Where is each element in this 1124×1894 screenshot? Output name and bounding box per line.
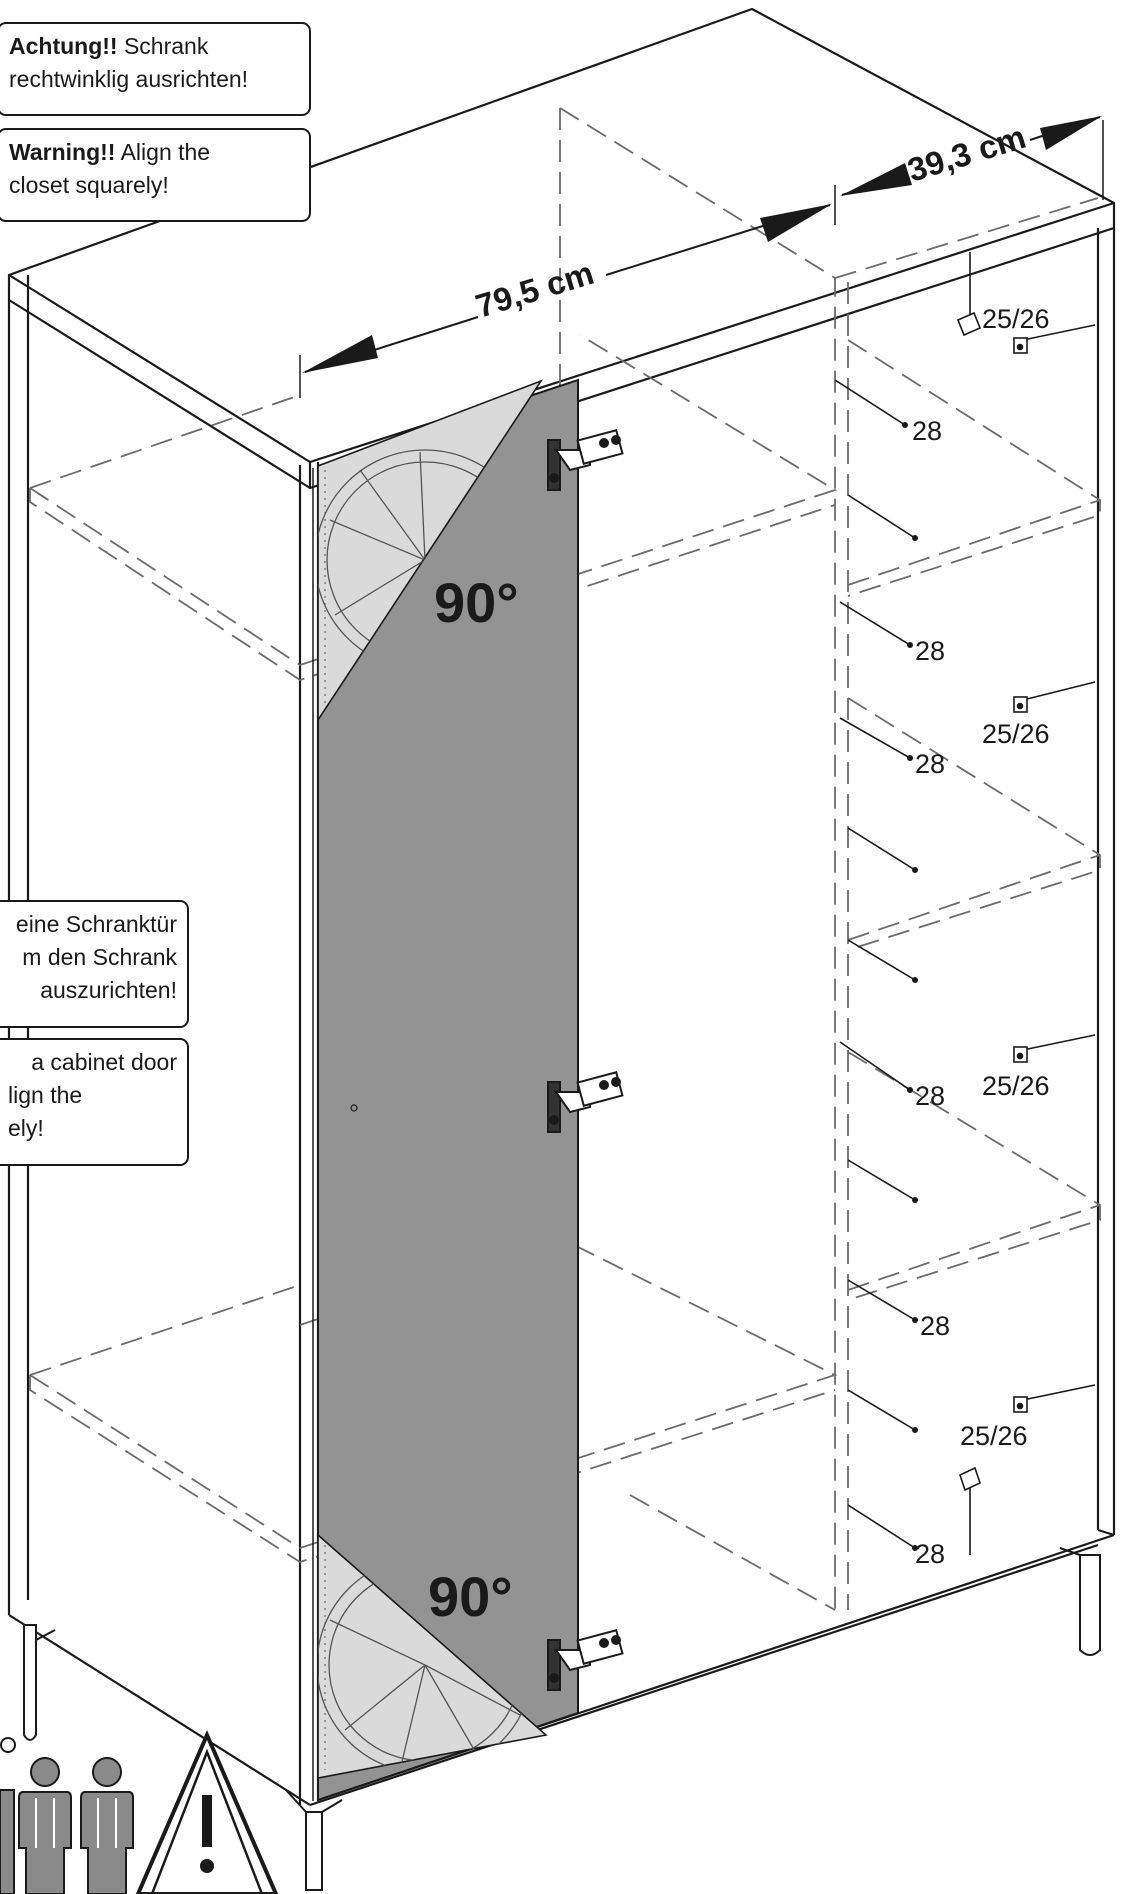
door-note-english-line-2: lign the: [8, 1082, 83, 1108]
part-label-5: 28: [915, 749, 945, 779]
screw-points: [902, 422, 918, 1551]
door-note-english-line-3: ely!: [8, 1115, 44, 1141]
warning-note-english-heading: Warning!!: [9, 139, 116, 165]
door-note-german-line-2: m den Schrank: [22, 944, 177, 970]
door-note-german-line-3: auszurichten!: [40, 977, 177, 1003]
warning-note-english: Warning!! Align the closet squarely!: [0, 128, 311, 222]
hinge-icon-bottom: [547, 1629, 624, 1691]
warning-triangle-icon: [135, 1729, 279, 1894]
angle-label-top: 90°: [434, 571, 519, 634]
part-label-7: 28: [915, 1081, 945, 1111]
two-people-icon-detail: [35, 1798, 117, 1848]
warning-note-german: Achtung!! Schrank rechtwinklig ausrichte…: [0, 22, 311, 116]
part-label-6: 25/26: [982, 1071, 1050, 1101]
part-label-4: 25/26: [982, 719, 1050, 749]
part-label-2: 28: [912, 416, 942, 446]
part-label-1: 25/26: [982, 304, 1050, 334]
shelf-support-icons: [956, 311, 1028, 1492]
door-note-german-line-1: eine Schranktür: [15, 911, 177, 937]
warning-note-english-text-1: Align the: [115, 139, 211, 165]
part-label-9: 25/26: [960, 1421, 1028, 1451]
dimension-depth: [840, 116, 1104, 200]
hinge-icon-middle: [547, 1071, 624, 1133]
part-callouts: [834, 252, 1096, 1555]
part-label-8: 28: [920, 1311, 950, 1341]
warning-note-german-text-2: rechtwinklig ausrichten!: [9, 66, 249, 92]
part-label-3: 28: [915, 636, 945, 666]
warning-note-english-text-2: closet squarely!: [9, 172, 169, 198]
angle-label-bottom: 90°: [428, 1565, 513, 1628]
two-people-icon: [0, 1737, 134, 1894]
door-note-german: eine Schranktür m den Schrank auszuricht…: [0, 900, 189, 1028]
cabinet-legs: [23, 1547, 1101, 1891]
door-note-english-line-1: a cabinet door: [31, 1049, 177, 1075]
part-label-10: 28: [915, 1539, 945, 1569]
warning-note-german-text-1: Schrank: [117, 33, 209, 59]
hinge-icon-top: [547, 429, 624, 491]
dimension-width: [299, 185, 836, 398]
door-note-english: a cabinet door lign the ely!: [0, 1038, 189, 1166]
door-knob-icon: [350, 1104, 358, 1112]
warning-note-german-heading: Achtung!!: [9, 33, 118, 59]
